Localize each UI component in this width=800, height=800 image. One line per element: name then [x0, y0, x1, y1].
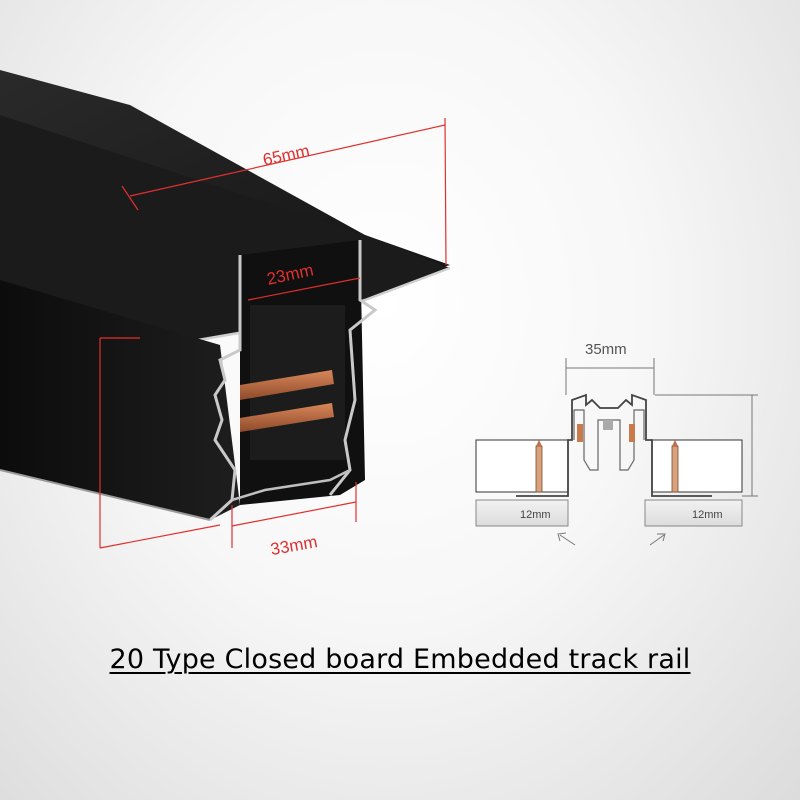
rail-bottom-edge [0, 469, 211, 521]
plaster-right [644, 499, 743, 527]
contact-center [603, 420, 613, 430]
dim-tick-47mm-bottom [99, 524, 221, 549]
dim-label-12mm-right: 12mm [692, 509, 723, 521]
product-caption: 20 Type Closed board Embedded track rail [109, 644, 691, 675]
contact-left [577, 424, 583, 442]
rail-side-body [0, 280, 240, 520]
rail-aluminum-edge-base [231, 468, 351, 502]
plaster-left [475, 499, 569, 527]
arrow-left-head [557, 532, 567, 542]
rail-aluminum-edge-right [328, 240, 378, 496]
dim-tick-65mm-right [444, 117, 447, 266]
dim-line-65mm [129, 124, 446, 197]
rail-aluminum-edge-left [208, 255, 242, 522]
board-left [475, 439, 569, 493]
board-right [651, 439, 743, 493]
dim-label-33mm: 33mm [269, 532, 319, 559]
dim-line-23mm [247, 277, 361, 301]
cross-section-diagram: 35mm 33mm 12mm 12mm [475, 341, 758, 546]
track-rail-photo [0, 70, 451, 522]
rail-profile [516, 393, 712, 497]
copper-strip-upper [240, 370, 334, 400]
dim-line-33mm [231, 501, 357, 527]
photo-dimension-lines [99, 117, 447, 549]
screw-right [671, 440, 679, 493]
arrow-right-head [657, 533, 666, 542]
dim-label-65mm: 65mm [261, 141, 311, 169]
dim-label-35mm: 35mm [585, 341, 627, 358]
dim-tick-65mm-left [121, 185, 139, 211]
arrow-right [649, 534, 665, 546]
arrow-left [559, 534, 576, 546]
copper-strip-lower [240, 403, 334, 432]
screw-left [535, 440, 543, 493]
dim-label-12mm-left: 12mm [520, 509, 551, 521]
contact-right [629, 424, 635, 442]
